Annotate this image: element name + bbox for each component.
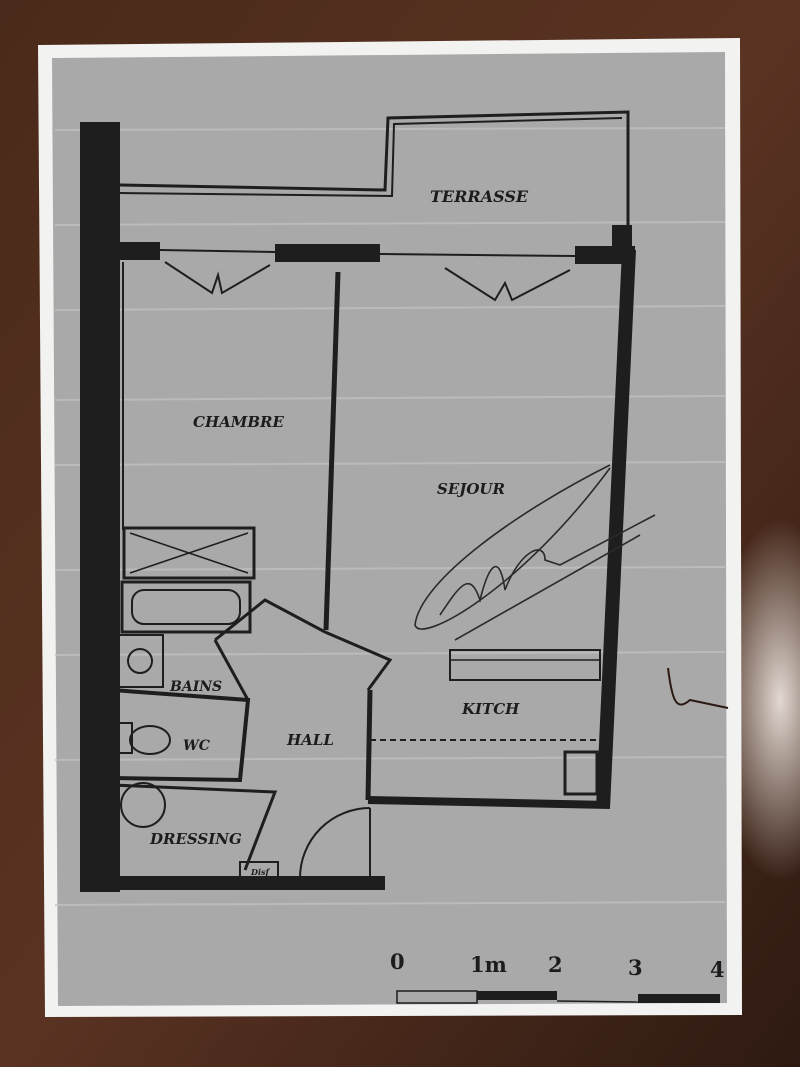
bathroom-wall bbox=[111, 688, 251, 783]
entry-door-swing bbox=[299, 807, 371, 879]
scale-tick-0: 0 bbox=[390, 949, 405, 974]
kitchen-counter bbox=[449, 649, 601, 681]
scale-segment-1-2 bbox=[477, 991, 557, 1000]
partition-wall bbox=[323, 271, 341, 631]
room-label-wc: WC bbox=[183, 738, 210, 754]
room-label-hall: HALL bbox=[286, 731, 334, 749]
scale-tick-2: 2 bbox=[548, 952, 563, 977]
closet-box bbox=[239, 861, 279, 879]
window-line bbox=[159, 249, 276, 253]
floor-plan bbox=[80, 110, 729, 892]
scale-tick-3: 3 bbox=[628, 955, 643, 980]
bathtub bbox=[120, 580, 252, 634]
scale-tick-1m: 1m bbox=[470, 952, 507, 977]
room-label-dressing: DRESSING bbox=[149, 830, 242, 848]
hall-door-swing bbox=[214, 598, 326, 642]
room-label-kitchen: KITCH bbox=[461, 700, 520, 718]
exterior-wall-right bbox=[596, 250, 636, 808]
dressing-fixture bbox=[120, 782, 166, 828]
shower bbox=[122, 526, 256, 580]
scale-tick-4: 4 bbox=[710, 957, 725, 982]
living-window-sash bbox=[444, 267, 571, 302]
signature-fragment bbox=[667, 667, 729, 709]
bedroom-window-sash bbox=[164, 261, 271, 295]
exterior-wall-bottom bbox=[100, 876, 385, 890]
terrace-railing bbox=[119, 110, 630, 228]
room-label-bath: BAINS bbox=[169, 679, 222, 695]
handwritten-signature bbox=[414, 464, 656, 641]
toilet bbox=[117, 722, 133, 754]
room-label-closet: Disf bbox=[250, 867, 270, 877]
exterior-wall-left bbox=[80, 122, 120, 892]
scale-bar: 0 1m 2 3 4 bbox=[390, 949, 725, 1004]
scale-segment-2-3 bbox=[556, 1000, 639, 1003]
hall-wall bbox=[365, 689, 373, 801]
room-label-living: SEJOUR bbox=[437, 480, 505, 498]
room-label-bedroom: CHAMBRE bbox=[193, 413, 284, 431]
facade-wall bbox=[120, 242, 160, 260]
room-label-terrace: TERRASSE bbox=[430, 187, 529, 206]
sink bbox=[117, 634, 164, 688]
scale-segment-3-4 bbox=[638, 994, 720, 1003]
